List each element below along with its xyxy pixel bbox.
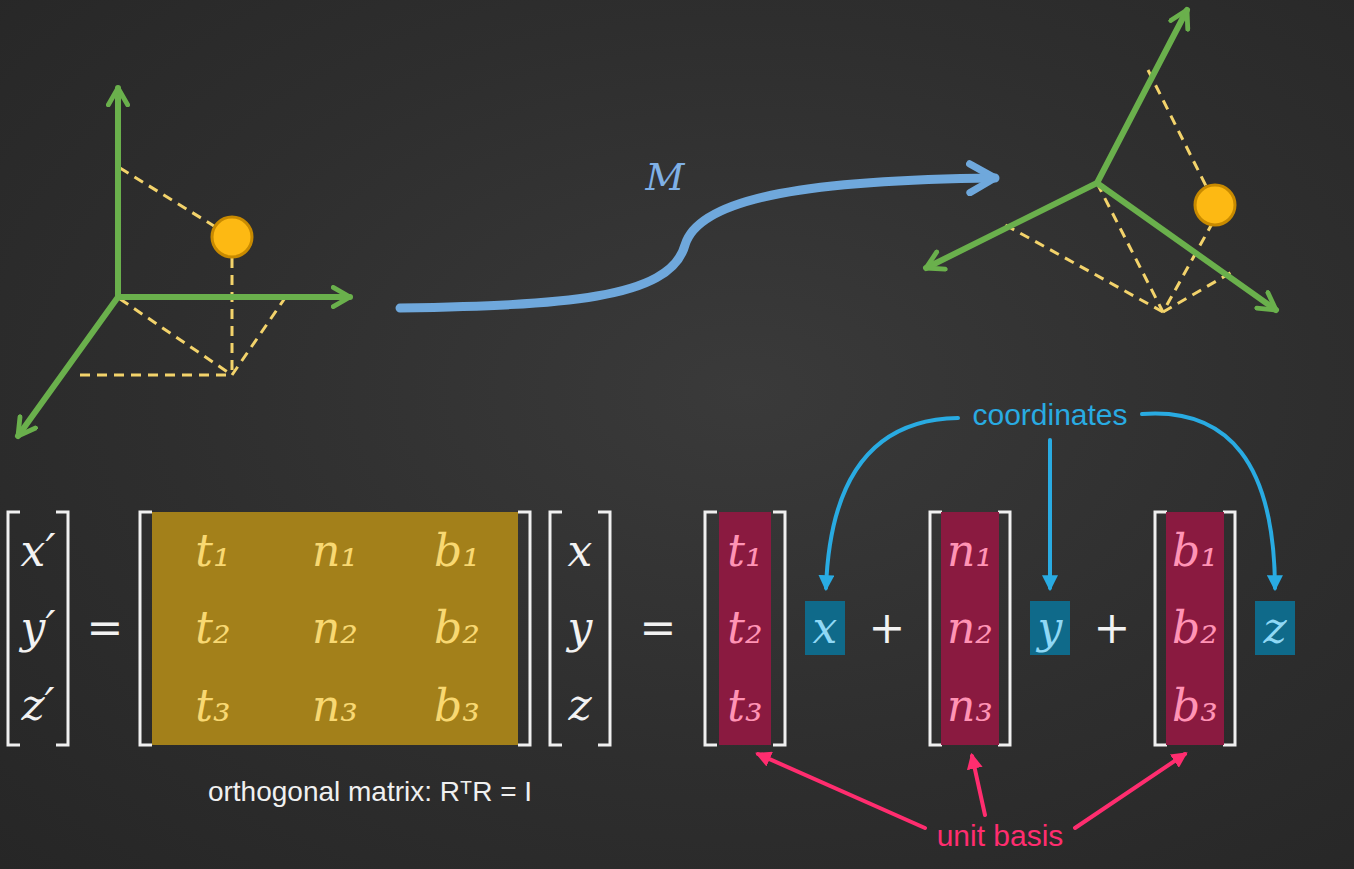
basis-column: t₁ t₂ t₃ — [719, 512, 771, 745]
basis-column: b₁ b₂ b₃ — [1166, 512, 1224, 745]
callout-label: coordinates — [972, 398, 1127, 433]
math-symbol: t₂ — [195, 604, 230, 652]
math-symbol: b₃ — [434, 682, 480, 730]
transform-arrow — [400, 178, 995, 308]
note: orthogonal matrix: RᵀR = I — [208, 776, 532, 808]
basis-column: n₁ n₂ n₃ — [941, 512, 999, 745]
vector-entry: y′ — [21, 603, 56, 654]
vector-entry: x′ — [21, 526, 56, 577]
math-symbol: b₃ — [1172, 682, 1218, 730]
vector-entry: x — [568, 526, 593, 577]
math-symbol: b₁ — [1172, 527, 1218, 575]
operator: + — [869, 603, 906, 654]
operator: + — [1094, 603, 1131, 654]
vector-entry: y — [568, 603, 593, 654]
operator: = — [640, 603, 677, 654]
operator: = — [87, 603, 124, 654]
right-frame — [926, 10, 1276, 312]
coordinate-box: x — [805, 601, 845, 655]
math-symbol: t₁ — [727, 527, 762, 575]
rotation-matrix: t₁ n₁ b₁ t₂ n₂ b₂ t₃ n₃ b₃ — [152, 512, 518, 745]
math-symbol: n₁ — [312, 527, 358, 575]
math-symbol: n₂ — [312, 604, 358, 652]
math-symbol: t₁ — [195, 527, 230, 575]
math-symbol: z — [1263, 604, 1286, 652]
coordinate-leaders — [826, 413, 1275, 588]
math-symbol: t₂ — [727, 604, 762, 652]
transform-name: M — [646, 156, 685, 200]
coordinate-box: y — [1030, 601, 1070, 655]
math-symbol: x — [813, 604, 838, 652]
math-symbol: b₁ — [434, 527, 480, 575]
vector-entry: z — [568, 680, 591, 731]
math-symbol: t₃ — [727, 682, 762, 730]
math-symbol: b₂ — [1172, 604, 1218, 652]
math-symbol: b₂ — [434, 604, 480, 652]
coordinate-box: z — [1255, 601, 1295, 655]
math-symbol: y — [1038, 604, 1063, 652]
vector-entry: z′ — [21, 680, 54, 731]
left-frame — [18, 88, 350, 436]
math-symbol: t₃ — [195, 682, 230, 730]
callout-label: unit basis — [937, 819, 1064, 854]
math-symbol: n₃ — [947, 682, 993, 730]
math-symbol: n₃ — [312, 682, 358, 730]
math-symbol: n₁ — [947, 527, 993, 575]
basis-leaders — [758, 754, 1185, 828]
math-symbol: n₂ — [947, 604, 993, 652]
